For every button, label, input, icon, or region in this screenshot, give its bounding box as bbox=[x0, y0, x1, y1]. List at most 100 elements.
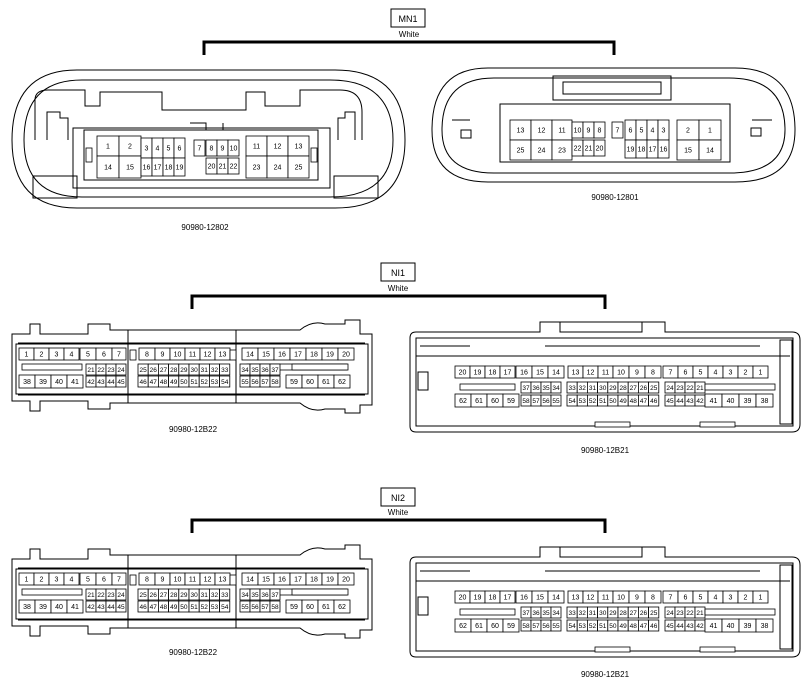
pin-label: 26 bbox=[640, 385, 648, 392]
pin-label: 51 bbox=[190, 604, 198, 611]
pin-label: 32 bbox=[579, 385, 587, 392]
pin-label: 62 bbox=[338, 379, 346, 386]
pin-label: 36 bbox=[261, 367, 269, 374]
pin-label: 39 bbox=[39, 604, 47, 611]
pin-label: 6 bbox=[684, 595, 688, 602]
group-ni2 bbox=[190, 487, 607, 533]
pin-label: 23 bbox=[558, 148, 566, 155]
pin-label: 19 bbox=[627, 147, 635, 154]
pin-label: 17 bbox=[294, 352, 302, 359]
group-label-mn1: MN1 bbox=[398, 14, 417, 24]
pin-label: 30 bbox=[190, 592, 198, 599]
pin-label: 25 bbox=[650, 610, 658, 617]
pin-label: 42 bbox=[87, 604, 95, 611]
pin-label: 54 bbox=[221, 604, 229, 611]
pin-label: 5 bbox=[167, 146, 171, 153]
pin-label: 47 bbox=[150, 379, 158, 386]
pin-label: 4 bbox=[70, 577, 74, 584]
pin-label: 56 bbox=[542, 623, 550, 630]
pin-label: 46 bbox=[139, 379, 147, 386]
pin-label: 45 bbox=[666, 623, 674, 630]
part-number-mn1-right: 90980-12801 bbox=[591, 193, 639, 202]
pin-label: 42 bbox=[87, 379, 95, 386]
pin-label: 3 bbox=[662, 128, 666, 135]
part-number-mn1-left: 90980-12802 bbox=[181, 223, 229, 232]
pin-label: 7 bbox=[669, 595, 673, 602]
pin-label: 58 bbox=[522, 623, 530, 630]
pin-label: 12 bbox=[204, 352, 212, 359]
pin-label: 36 bbox=[532, 610, 540, 617]
part-number-ni1-right: 90980-12B21 bbox=[581, 446, 630, 455]
pin-label: 25 bbox=[517, 148, 525, 155]
pin-label: 17 bbox=[504, 370, 512, 377]
pin-label: 18 bbox=[310, 577, 318, 584]
pin-label: 2 bbox=[744, 595, 748, 602]
pin-label: 11 bbox=[602, 370, 609, 377]
pin-label: 53 bbox=[211, 604, 219, 611]
pin-label: 9 bbox=[161, 352, 165, 359]
pin-label: 16 bbox=[278, 352, 286, 359]
pin-label: 17 bbox=[649, 147, 657, 154]
pin-label: 13 bbox=[517, 128, 525, 135]
pin-label: 44 bbox=[107, 604, 115, 611]
pin-label: 6 bbox=[102, 352, 106, 359]
pin-label: 52 bbox=[589, 623, 597, 630]
pin-label: 23 bbox=[253, 165, 261, 172]
pin-label: 14 bbox=[552, 595, 560, 602]
pin-label: 5 bbox=[86, 577, 90, 584]
pin-label: 7 bbox=[117, 352, 121, 359]
pin-label: 49 bbox=[170, 604, 178, 611]
pin-label: 59 bbox=[290, 379, 298, 386]
pin-label: 4 bbox=[651, 128, 655, 135]
pin-label: 50 bbox=[609, 623, 617, 630]
pin-label: 15 bbox=[262, 352, 270, 359]
pin-label: 20 bbox=[342, 352, 350, 359]
pin-label: 14 bbox=[552, 370, 560, 377]
pin-label: 57 bbox=[261, 379, 269, 386]
pin-label: 32 bbox=[211, 367, 219, 374]
pin-label: 50 bbox=[180, 379, 188, 386]
part-number-ni1-left: 90980-12B22 bbox=[169, 425, 218, 434]
pin-label: 26 bbox=[150, 367, 158, 374]
pin-label: 28 bbox=[170, 592, 178, 599]
pin-label: 15 bbox=[536, 595, 544, 602]
pin-label: 33 bbox=[568, 385, 576, 392]
pin-label: 51 bbox=[599, 623, 607, 630]
pin-label: 2 bbox=[744, 370, 748, 377]
pin-label: 24 bbox=[117, 592, 125, 599]
pin-label: 3 bbox=[55, 352, 59, 359]
pin-label: 40 bbox=[727, 398, 735, 405]
group-label-ni1: NI1 bbox=[391, 268, 405, 278]
pin-label: 21 bbox=[585, 146, 593, 153]
pin-label: 39 bbox=[744, 623, 752, 630]
wire-color-ni1: White bbox=[388, 284, 409, 293]
pin-label: 26 bbox=[150, 592, 158, 599]
pin-label: 6 bbox=[629, 128, 633, 135]
pin-label: 22 bbox=[230, 164, 238, 171]
pin-label: 45 bbox=[666, 398, 674, 405]
pin-label: 32 bbox=[211, 592, 219, 599]
pin-label: 31 bbox=[201, 592, 209, 599]
pin-label: 14 bbox=[246, 352, 254, 359]
pin-label: 14 bbox=[104, 165, 112, 172]
pin-label: 15 bbox=[684, 148, 692, 155]
pin-label: 20 bbox=[459, 595, 467, 602]
pin-label: 21 bbox=[696, 385, 704, 392]
pin-label: 12 bbox=[204, 577, 212, 584]
pin-label: 23 bbox=[107, 592, 115, 599]
pin-label: 8 bbox=[145, 577, 149, 584]
pin-label: 15 bbox=[126, 165, 134, 172]
pin-label: 53 bbox=[579, 623, 587, 630]
pin-label: 20 bbox=[208, 164, 216, 171]
pin-label: 56 bbox=[542, 398, 550, 405]
pin-label: 22 bbox=[574, 146, 582, 153]
pin-label: 10 bbox=[174, 352, 182, 359]
pin-label: 19 bbox=[176, 165, 184, 172]
pin-label: 37 bbox=[271, 367, 279, 374]
pin-label: 62 bbox=[459, 398, 467, 405]
pin-label: 38 bbox=[23, 604, 31, 611]
pin-label: 14 bbox=[706, 148, 714, 155]
pin-label: 10 bbox=[574, 128, 582, 135]
